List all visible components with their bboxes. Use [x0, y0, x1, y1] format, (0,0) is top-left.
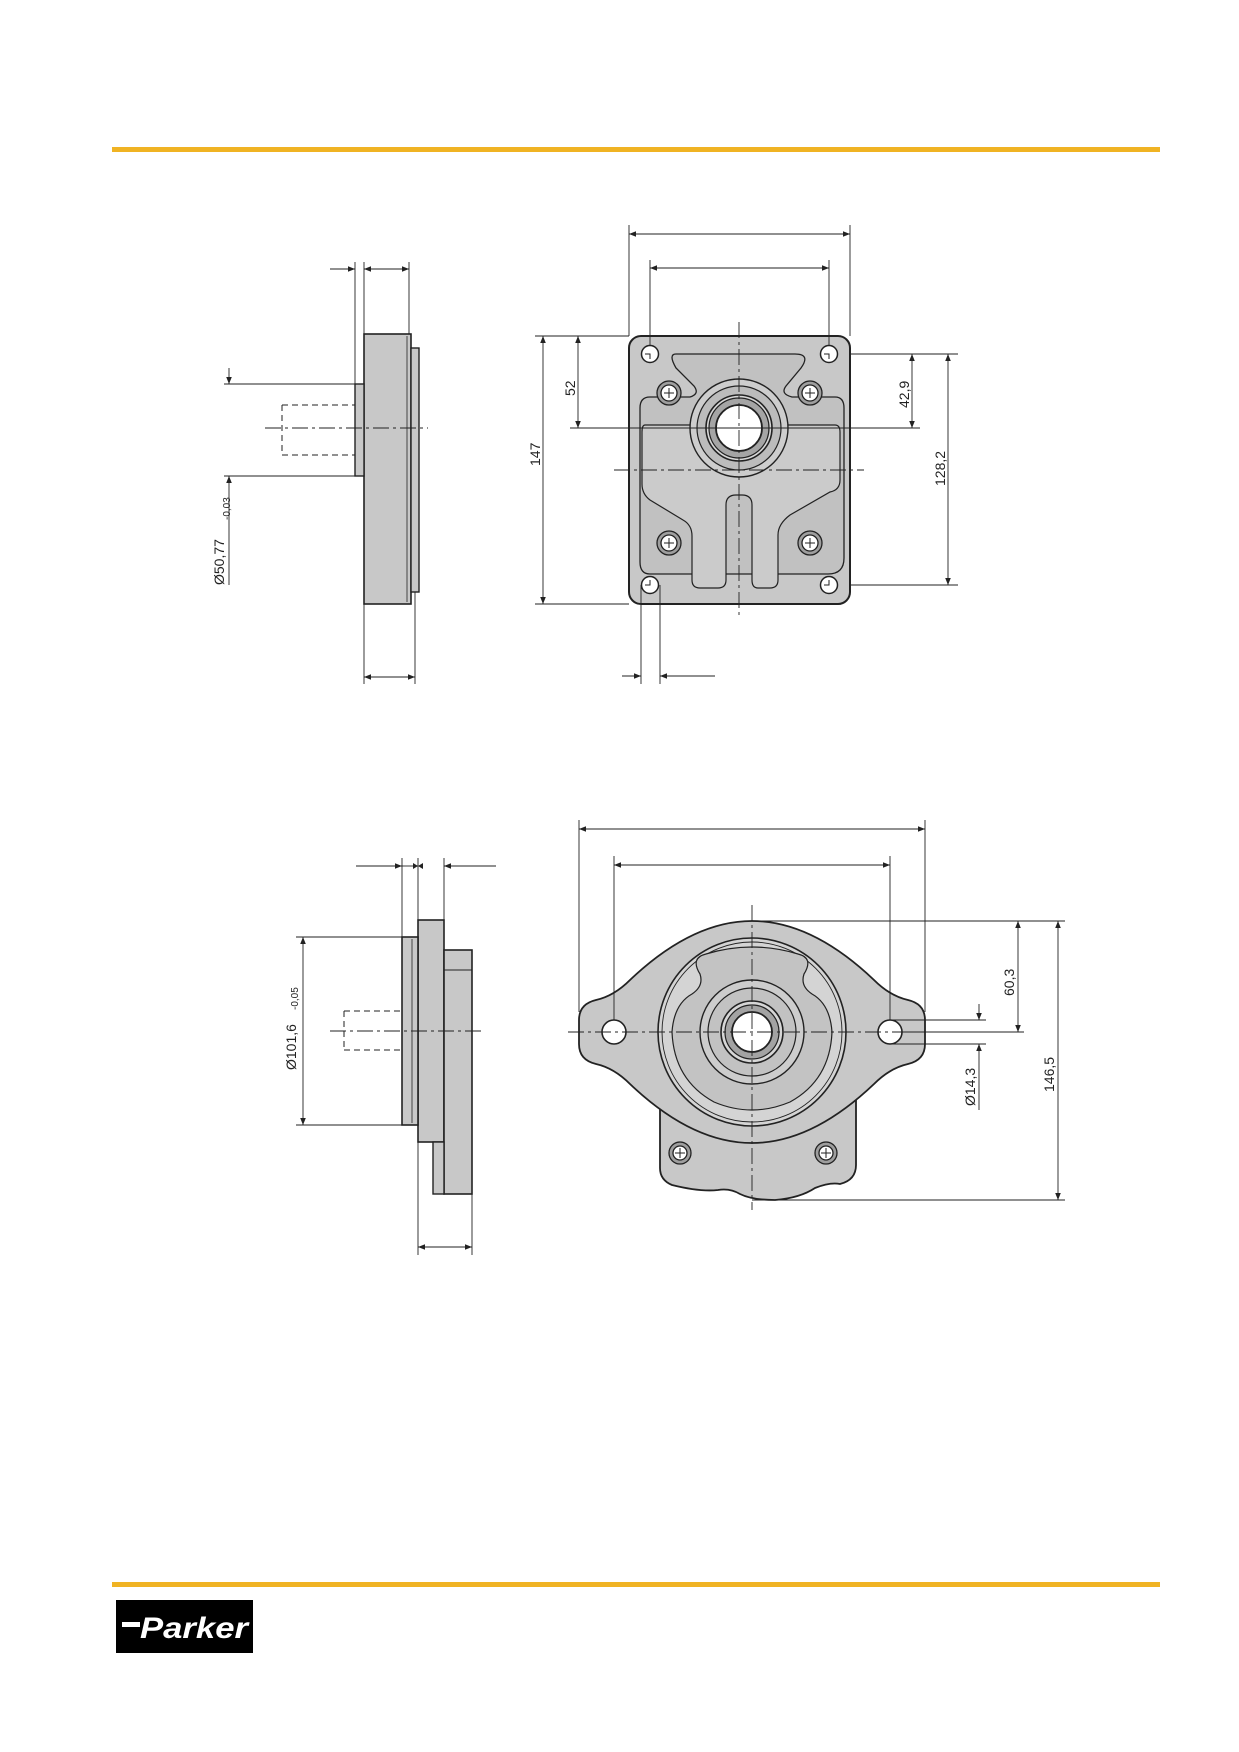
top-port-spacing-label: 42,9 — [896, 381, 912, 408]
top-side-view — [224, 262, 428, 684]
top-pilot-diameter-label: Ø50,77 — [211, 539, 227, 585]
footer-rule — [112, 1582, 1160, 1587]
top-center-offset-label: 52 — [562, 380, 578, 396]
bottom-height-label: 146,5 — [1041, 1057, 1057, 1092]
top-front-view — [535, 225, 958, 684]
parker-logo: Parker — [116, 1600, 253, 1653]
top-bolt-spacing-label: 128,2 — [932, 451, 948, 486]
bottom-side-view — [296, 858, 496, 1255]
bottom-front-view — [568, 820, 1065, 1210]
bottom-pilot-tolerance-label: -0,05 — [290, 987, 301, 1010]
top-height-label: 147 — [527, 442, 543, 466]
header-rule — [112, 147, 1160, 152]
svg-text:Parker: Parker — [140, 1612, 251, 1645]
bottom-center-offset-label: 60,3 — [1001, 969, 1017, 996]
top-pilot-tolerance-label: -0,03 — [222, 497, 233, 520]
bottom-hole-diameter-label: Ø14,3 — [962, 1068, 978, 1106]
bottom-pilot-diameter-label: Ø101,6 — [283, 1024, 299, 1070]
